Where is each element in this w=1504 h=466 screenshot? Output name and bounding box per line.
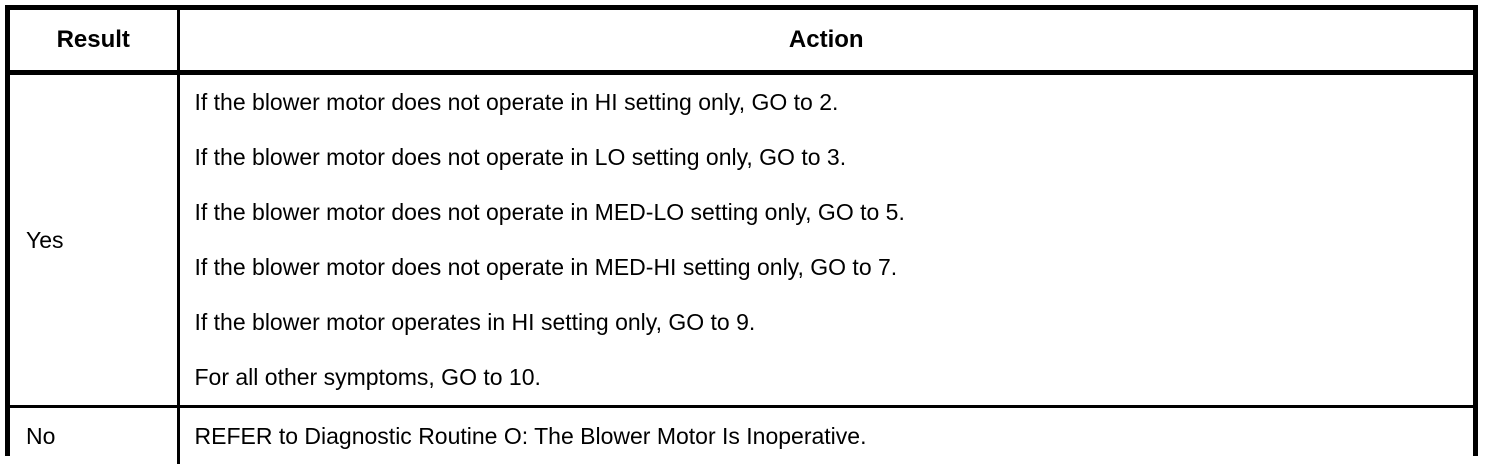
action-item: REFER to Diagnostic Routine O: The Blowe… — [194, 423, 867, 449]
result-cell-no: No — [10, 406, 180, 464]
table-header: Result Action — [10, 10, 1473, 75]
table-row: No REFER to Diagnostic Routine O: The Bl… — [10, 406, 1473, 464]
column-header-result: Result — [10, 10, 180, 75]
action-item: If the blower motor does not operate in … — [194, 199, 905, 225]
action-item: If the blower motor does not operate in … — [194, 144, 847, 170]
action-cell-yes: If the blower motor does not operate in … — [178, 72, 1474, 408]
table-body: Yes If the blower motor does not operate… — [10, 72, 1474, 464]
action-item: If the blower motor does not operate in … — [194, 89, 839, 115]
diagnostic-result-action-table: Result Action Yes If the blower motor do… — [5, 5, 1478, 464]
action-list: If the blower motor does not operate in … — [195, 75, 1474, 405]
action-item: For all other symptoms, GO to 10. — [194, 364, 541, 390]
result-cell-yes: Yes — [10, 72, 180, 408]
table: Result Action Yes If the blower motor do… — [10, 10, 1473, 464]
action-cell-no: REFER to Diagnostic Routine O: The Blowe… — [178, 406, 1473, 464]
table-row: Yes If the blower motor does not operate… — [10, 72, 1474, 408]
header-row: Result Action — [10, 10, 1473, 75]
action-item: If the blower motor does not operate in … — [194, 254, 898, 280]
action-item: If the blower motor operates in HI setti… — [194, 309, 756, 335]
column-header-action: Action — [178, 10, 1473, 75]
result-label: Yes — [26, 226, 64, 253]
result-label: No — [26, 422, 56, 449]
